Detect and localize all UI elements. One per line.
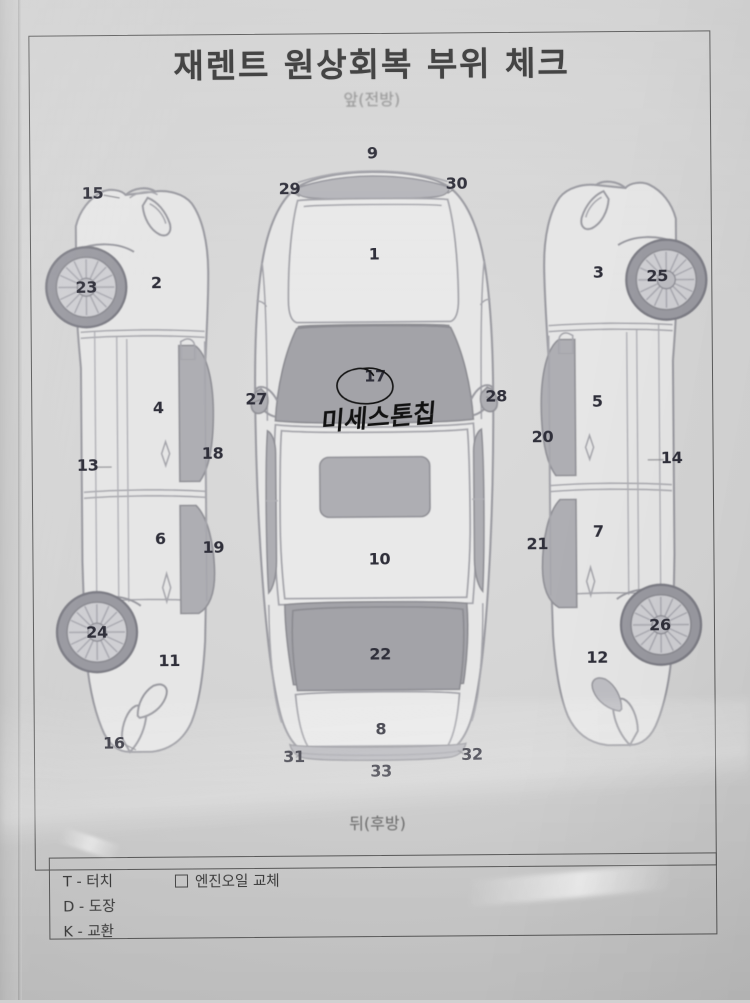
part-number-18[interactable]: 18 xyxy=(202,444,224,463)
legend-frame xyxy=(49,852,718,939)
part-number-19[interactable]: 19 xyxy=(202,538,224,557)
part-number-3[interactable]: 3 xyxy=(593,263,604,282)
part-number-21[interactable]: 21 xyxy=(526,534,548,553)
part-number-33[interactable]: 33 xyxy=(370,761,392,780)
legend-code-paint: D - 도장 xyxy=(63,895,115,920)
part-number-26[interactable]: 26 xyxy=(649,615,671,634)
part-number-4[interactable]: 4 xyxy=(153,398,164,417)
part-number-7[interactable]: 7 xyxy=(593,522,604,541)
part-number-31[interactable]: 31 xyxy=(283,747,305,766)
part-number-28[interactable]: 28 xyxy=(485,386,507,405)
part-number-32[interactable]: 32 xyxy=(461,745,483,764)
legend-code-exchange: K - 교환 xyxy=(63,920,115,945)
part-number-8[interactable]: 8 xyxy=(375,719,386,738)
engine-oil-change-label: 엔진오일 교체 xyxy=(195,870,280,892)
engine-oil-change-option[interactable]: 엔진오일 교체 xyxy=(175,870,280,892)
part-number-22[interactable]: 22 xyxy=(369,644,391,663)
part-number-10[interactable]: 10 xyxy=(369,549,391,568)
part-number-2[interactable]: 2 xyxy=(151,273,162,292)
checkbox-icon[interactable] xyxy=(175,874,188,887)
part-number-1[interactable]: 1 xyxy=(369,244,380,263)
part-number-20[interactable]: 20 xyxy=(532,427,554,446)
part-number-11[interactable]: 11 xyxy=(158,651,180,670)
part-number-9[interactable]: 9 xyxy=(367,143,378,162)
part-number-5[interactable]: 5 xyxy=(592,392,603,411)
part-number-15[interactable]: 15 xyxy=(82,184,104,203)
part-number-27[interactable]: 27 xyxy=(245,389,267,408)
part-number-6[interactable]: 6 xyxy=(155,529,166,548)
part-number-25[interactable]: 25 xyxy=(646,266,668,285)
part-number-23[interactable]: 23 xyxy=(75,278,97,297)
part-number-12[interactable]: 12 xyxy=(586,648,608,667)
right-side-view xyxy=(540,181,710,746)
left-side-view xyxy=(46,188,216,753)
part-number-29[interactable]: 29 xyxy=(279,179,301,198)
part-number-24[interactable]: 24 xyxy=(86,623,108,642)
legend-code-list: T - 터치 D - 도장 K - 교환 xyxy=(63,870,116,945)
part-number-30[interactable]: 30 xyxy=(446,174,468,193)
part-number-16[interactable]: 16 xyxy=(103,733,125,752)
legend-code-touch: T - 터치 xyxy=(63,870,115,895)
part-number-13[interactable]: 13 xyxy=(77,456,99,475)
part-number-14[interactable]: 14 xyxy=(661,448,683,467)
